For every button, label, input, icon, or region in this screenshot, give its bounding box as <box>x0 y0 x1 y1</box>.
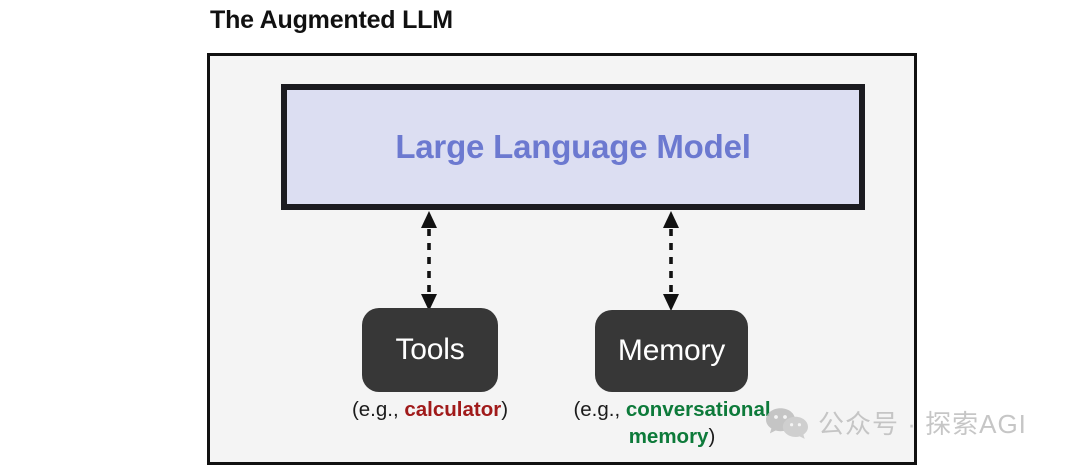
memory-caption: (e.g., conversational memory) <box>548 396 796 450</box>
memory-caption-keyword: conversational memory <box>625 398 771 448</box>
tools-box-label: Tools <box>395 333 465 366</box>
memory-box: Memory <box>595 310 748 392</box>
memory-box-label: Memory <box>617 334 726 367</box>
arrowhead-up-icon <box>421 211 437 228</box>
llm-box: Large Language Model <box>281 84 865 210</box>
diagram-panel: Large Language Model Tools Memory (e.g.,… <box>207 53 917 465</box>
llm-box-label: Large Language Model <box>395 128 751 165</box>
tools-caption-suffix: ) <box>501 398 509 421</box>
connector-llm-memory-arrow <box>663 211 679 311</box>
tools-caption: (e.g., calculator) <box>330 396 530 423</box>
tools-caption-prefix: (e.g., <box>351 398 405 421</box>
memory-caption-suffix: ) <box>708 425 716 448</box>
tools-box: Tools <box>362 308 498 392</box>
tools-caption-keyword: calculator <box>404 398 502 421</box>
arrowhead-up-icon <box>663 211 679 228</box>
arrowhead-down-icon <box>663 294 679 311</box>
memory-caption-prefix: (e.g., <box>573 398 626 421</box>
page-title: The Augmented LLM <box>210 6 453 34</box>
connector-llm-tools-arrow <box>421 211 437 311</box>
